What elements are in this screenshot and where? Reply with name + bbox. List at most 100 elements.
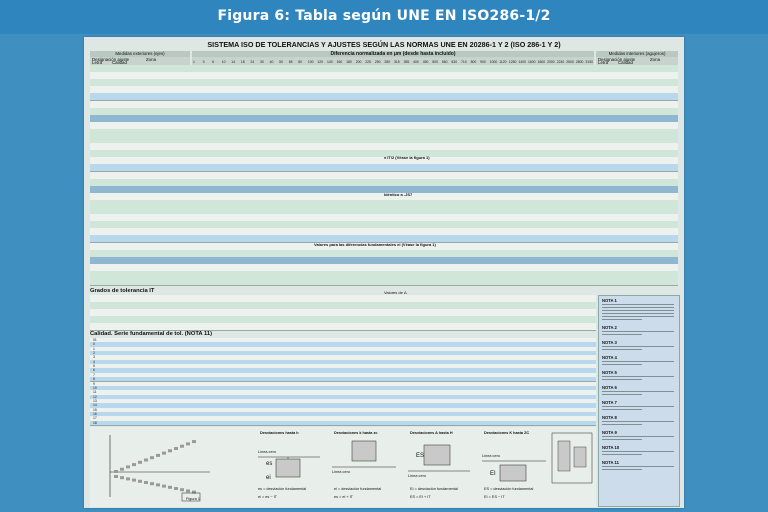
- diagram-hole-K: [482, 460, 546, 482]
- size-header-cell: 400: [413, 60, 419, 64]
- quality-label: 4: [93, 359, 95, 364]
- size-header-cell: 65: [288, 60, 293, 64]
- size-header-cell: 24: [250, 60, 255, 64]
- size-header-cell: 50: [279, 60, 283, 64]
- note-title: NOTA 2: [602, 325, 617, 330]
- note-text-line: [602, 424, 642, 426]
- size-header-cell: 1800: [537, 60, 546, 64]
- formula-2: ei = desviación fundamental: [334, 487, 382, 491]
- diagram-fit-right: [551, 432, 593, 484]
- size-header-cell: 630: [451, 60, 458, 64]
- fig-label-d1: Desviaciones hasta h: [260, 431, 299, 435]
- size-header-cell: 40: [269, 60, 274, 64]
- title-bar: [0, 0, 768, 34]
- note-text-line: [602, 391, 674, 393]
- size-header-cell: 2240: [556, 60, 565, 64]
- shaft-zone-mark: [180, 444, 184, 448]
- formula-7: EI = ES − IT: [484, 495, 505, 499]
- quality-label: 12: [93, 394, 97, 399]
- note-text-line: [602, 379, 642, 381]
- size-header-cell: 225: [365, 60, 371, 64]
- note-text-line: [602, 304, 674, 306]
- left-col-label-3: Calidad: [112, 60, 127, 65]
- quality-label: 16: [93, 411, 97, 416]
- quality-label: 1: [93, 346, 95, 351]
- section-grados-title: Grados de tolerancia IT: [90, 288, 155, 294]
- figure-1-staircase: [109, 435, 210, 502]
- note-text-line: [602, 349, 642, 351]
- fig-label-d2: Desviaciones k hasta zc: [334, 431, 378, 435]
- left-col-labels: Designación ajuste Zona Letra Calidad: [90, 57, 190, 65]
- left-col-label-1: Zona: [146, 57, 157, 62]
- size-header-cell: 100: [307, 60, 314, 64]
- note-text-line: [602, 454, 642, 456]
- quality-label: 14: [93, 403, 97, 408]
- shaft-zone-mark: [186, 442, 190, 446]
- size-header-cell: 160: [336, 60, 343, 64]
- quality-label: 5: [93, 364, 95, 369]
- size-header-cell: 3: [202, 60, 205, 64]
- fig-label-linea-cero-2: Línea cero: [332, 470, 350, 474]
- note-text-line: [602, 364, 642, 366]
- formula-6: ES = desviación fundamental: [484, 487, 534, 491]
- sheet-title: SISTEMA ISO DE TOLERANCIAS Y AJUSTES SEG…: [207, 40, 561, 49]
- note-text-line: [602, 307, 674, 309]
- note-text-line: [602, 451, 674, 453]
- quality-label: 0: [93, 342, 95, 347]
- size-header-cell: 120: [317, 60, 324, 64]
- note-text-line: [602, 346, 674, 348]
- diagram-hole-A: [408, 444, 470, 472]
- note-title: NOTA 1: [602, 298, 617, 303]
- size-header-cell: 140: [327, 60, 333, 64]
- hole-zone-mark: [192, 490, 196, 494]
- hole-zone-mark: [120, 476, 124, 480]
- hole-zone-mark: [186, 489, 190, 493]
- mid-label-0: ± IT/2 (Véase la figura 1): [384, 155, 430, 160]
- size-header-cell: 30: [260, 60, 264, 64]
- note-title: NOTA 10: [602, 445, 620, 450]
- fig-label-linea-cero-3: Línea cero: [408, 474, 426, 478]
- hole-zone-mark: [132, 478, 136, 482]
- note-text-line: [602, 469, 642, 471]
- left-col-label-2: Letra: [92, 60, 103, 65]
- size-header-cell: 250: [374, 60, 381, 64]
- size-header-cell: 1: [193, 60, 195, 64]
- right-col-label-1: Zona: [650, 57, 661, 62]
- shaft-zone-mark: [126, 465, 130, 469]
- hole-zone-mark: [168, 485, 172, 489]
- table-row: [90, 278, 678, 287]
- size-header-cell: 14: [231, 60, 236, 64]
- shaft-zone-mark: [156, 453, 160, 457]
- size-header-cell: 1120: [499, 60, 507, 64]
- hole-zone-mark: [138, 479, 142, 483]
- note-text-line: [602, 376, 674, 378]
- quality-label: 13: [93, 398, 97, 403]
- note-text-line: [602, 421, 674, 423]
- fig-label-linea-cero-1: Línea cero: [258, 450, 276, 454]
- note-text-line: [602, 313, 674, 315]
- size-header-cell: 710: [461, 60, 467, 64]
- upper-deviation-table: [90, 65, 678, 287]
- figure-1-label: Figura 1: [186, 497, 200, 501]
- note-title: NOTA 8: [602, 415, 617, 420]
- hole-zone-mark: [150, 482, 154, 486]
- quality-label: 11: [93, 390, 97, 395]
- note-title: NOTA 6: [602, 385, 617, 390]
- quality-label: 15: [93, 407, 97, 412]
- shaft-zone-mark: [168, 449, 172, 453]
- note-title: NOTA 9: [602, 430, 617, 435]
- note-text-line: [602, 394, 642, 396]
- size-header-cell: 450: [422, 60, 429, 64]
- quality-label: 2: [93, 351, 95, 356]
- note-text-line: [602, 316, 674, 318]
- tolerance-sheet: SISTEMA ISO DE TOLERANCIAS Y AJUSTES SEG…: [84, 37, 684, 508]
- right-col-labels: Designación ajuste Zona Letra Calidad: [596, 57, 678, 65]
- hole-zone-mark: [156, 483, 160, 487]
- size-header-cell: 1600: [528, 60, 536, 64]
- size-header-cell: 315: [394, 60, 400, 64]
- mid-label-1: Idéntico a -JS7: [384, 192, 413, 197]
- fig-label-ES: ES: [416, 453, 425, 459]
- note-text-line: [602, 361, 674, 363]
